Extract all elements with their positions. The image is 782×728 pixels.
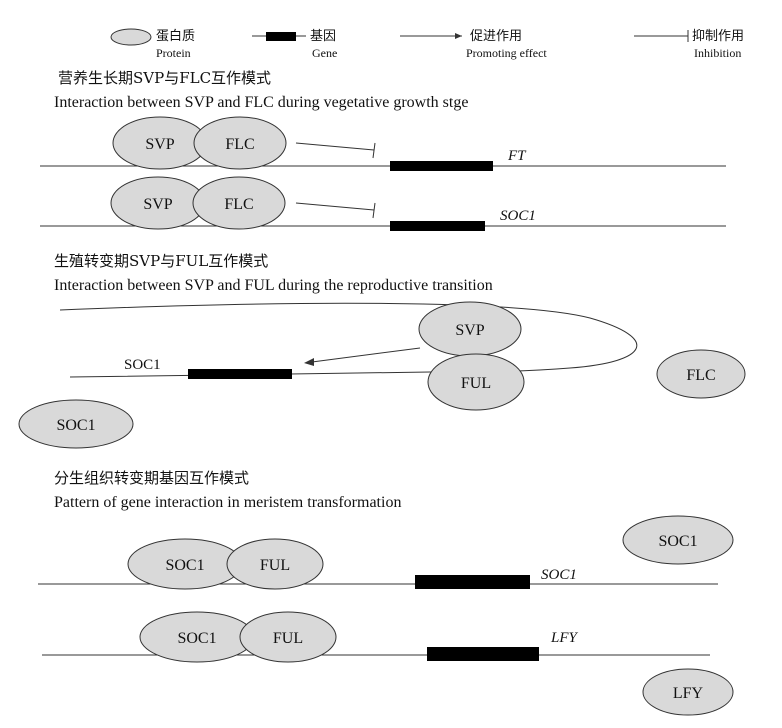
legend-protein-ellipse <box>110 28 152 46</box>
section2-protein-soc1 <box>18 399 134 449</box>
legend-promote-en: Promoting effect <box>466 46 547 60</box>
section1-row2-protein-a-label: SVP <box>143 196 172 213</box>
section2-protein-ful-label: FUL <box>461 375 491 392</box>
section1-row2-inhibit-bar <box>372 202 376 219</box>
legend-protein-cn: 蛋白质 <box>156 28 195 44</box>
section3-row2-gene-label: LFY <box>550 630 579 646</box>
section-meristem: 分生组织转变期基因互作模式 Pattern of gene interactio… <box>38 469 734 716</box>
section3-free-lfy <box>642 668 734 716</box>
section3-row1-protein-ful <box>226 538 324 590</box>
section3-title-cn: 分生组织转变期基因互作模式 <box>54 469 249 487</box>
legend-promote-cn: 促进作用 <box>470 29 522 44</box>
section2-protein-soc1-label: SOC1 <box>56 417 95 434</box>
legend-gene-en: Gene <box>312 46 337 60</box>
section3-free-soc1 <box>622 515 734 565</box>
legend: 蛋白质 Protein 基因 Gene 促进作用 Promoting effec… <box>110 28 744 60</box>
section3-row1-protein-a-label: SOC1 <box>165 557 204 574</box>
section2-gene-label: SOC1 <box>124 357 161 373</box>
section1-row1-gene-label: FT <box>507 148 527 164</box>
section3-row2-gene-bar <box>427 647 539 661</box>
section1-row1-inhibit-bar <box>372 142 376 159</box>
legend-promote-arrowhead <box>455 33 462 39</box>
legend-inhibit-cn: 抑制作用 <box>692 29 744 44</box>
section1-row2-gene-label: SOC1 <box>500 208 536 224</box>
section-vegetative: 营养生长期SVP与FLC互作模式 Interaction between SVP… <box>40 69 726 231</box>
section2-gene-bar <box>188 369 292 379</box>
section3-row1-gene-label: SOC1 <box>541 567 577 583</box>
legend-gene-cn: 基因 <box>310 29 336 44</box>
section2-title-en: Interaction between SVP and FUL during t… <box>54 277 493 294</box>
section3-row2-protein-a-label: SOC1 <box>177 630 216 647</box>
legend-gene-bar <box>266 32 296 41</box>
section2-title-cn: 生殖转变期SVP与FUL互作模式 <box>54 252 268 270</box>
section1-row2-protein-flc <box>192 176 286 230</box>
section2-promote-arrow <box>311 347 421 363</box>
section1-title-en: Interaction between SVP and FLC during v… <box>54 94 468 111</box>
section1-row2-protein-b-label: FLC <box>224 196 253 213</box>
section1-row1-gene-bar <box>390 161 493 171</box>
section3-free-lfy-label: LFY <box>673 685 704 702</box>
section3-free-soc1-label: SOC1 <box>658 533 697 550</box>
section1-row1-protein-a-label: SVP <box>145 136 174 153</box>
section1-row1-protein-flc <box>193 116 287 170</box>
section2-protein-flc <box>656 349 746 399</box>
section1-title-cn: 营养生长期SVP与FLC互作模式 <box>58 69 271 87</box>
section1-row2-gene-bar <box>390 221 485 231</box>
legend-inhibit-en: Inhibition <box>694 46 741 60</box>
section3-row2-protein-ful <box>239 611 337 663</box>
section2-protein-flc-label: FLC <box>686 367 715 384</box>
legend-protein-en: Protein <box>156 46 191 60</box>
section2-protein-ful <box>427 353 525 411</box>
section1-row1-inhibit-line <box>295 142 375 151</box>
section3-title-en: Pattern of gene interaction in meristem … <box>54 494 401 511</box>
section1-row1-protein-b-label: FLC <box>225 136 254 153</box>
section3-row1-gene-bar <box>415 575 530 589</box>
section3-row1-protein-b-label: FUL <box>260 557 290 574</box>
section1-row2-inhibit-line <box>295 202 375 211</box>
section-reproductive: 生殖转变期SVP与FUL互作模式 Interaction between SVP… <box>18 252 746 449</box>
section2-promote-arrowhead <box>304 358 314 366</box>
section3-row2-protein-b-label: FUL <box>273 630 303 647</box>
section2-protein-svp-label: SVP <box>455 322 484 339</box>
